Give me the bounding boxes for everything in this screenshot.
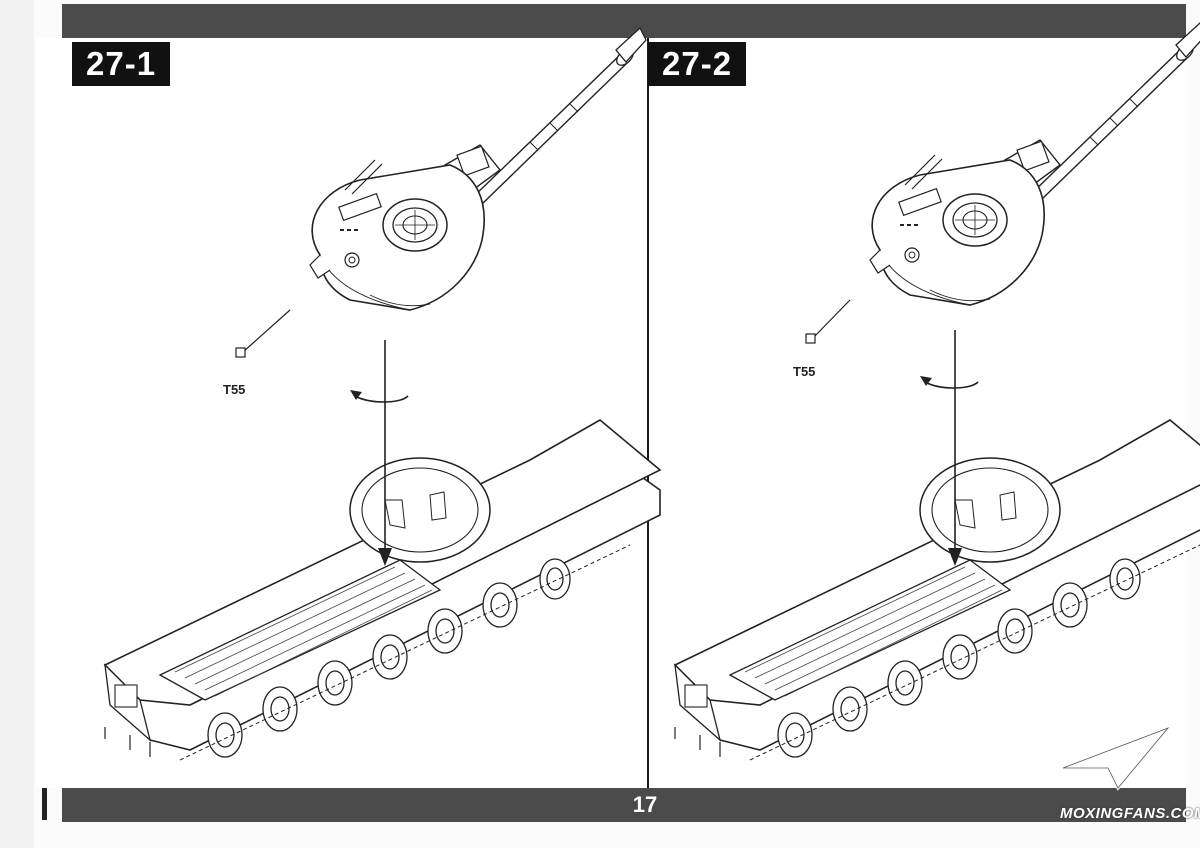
hull-drawing [674, 419, 1200, 761]
hull-drawing [104, 419, 661, 761]
rotate-arrow [354, 395, 409, 403]
assembly-arrow-head [378, 548, 392, 566]
part-t55-icon [805, 333, 816, 344]
step-number-badge: 27-1 [72, 42, 171, 86]
rotate-arrow [924, 381, 979, 389]
turret-drawing [869, 22, 1200, 306]
part-leader-line [812, 299, 851, 339]
part-t55-icon [235, 347, 246, 358]
page-number: 17 [632, 792, 658, 817]
binding-edge [0, 0, 34, 848]
turret-drawing [309, 27, 647, 311]
watermark-logo [1062, 724, 1173, 791]
watermark-text: MOXINGFANS.COM [1060, 805, 1200, 822]
header-bar [62, 4, 1186, 38]
part-label-t55: T55 [793, 364, 816, 379]
footer-bar [62, 788, 1186, 822]
assembly-arrow-head [948, 548, 962, 566]
step-number-badge: 27-2 [648, 42, 747, 86]
part-leader-line [242, 309, 291, 353]
part-label-t55: T55 [223, 382, 246, 397]
